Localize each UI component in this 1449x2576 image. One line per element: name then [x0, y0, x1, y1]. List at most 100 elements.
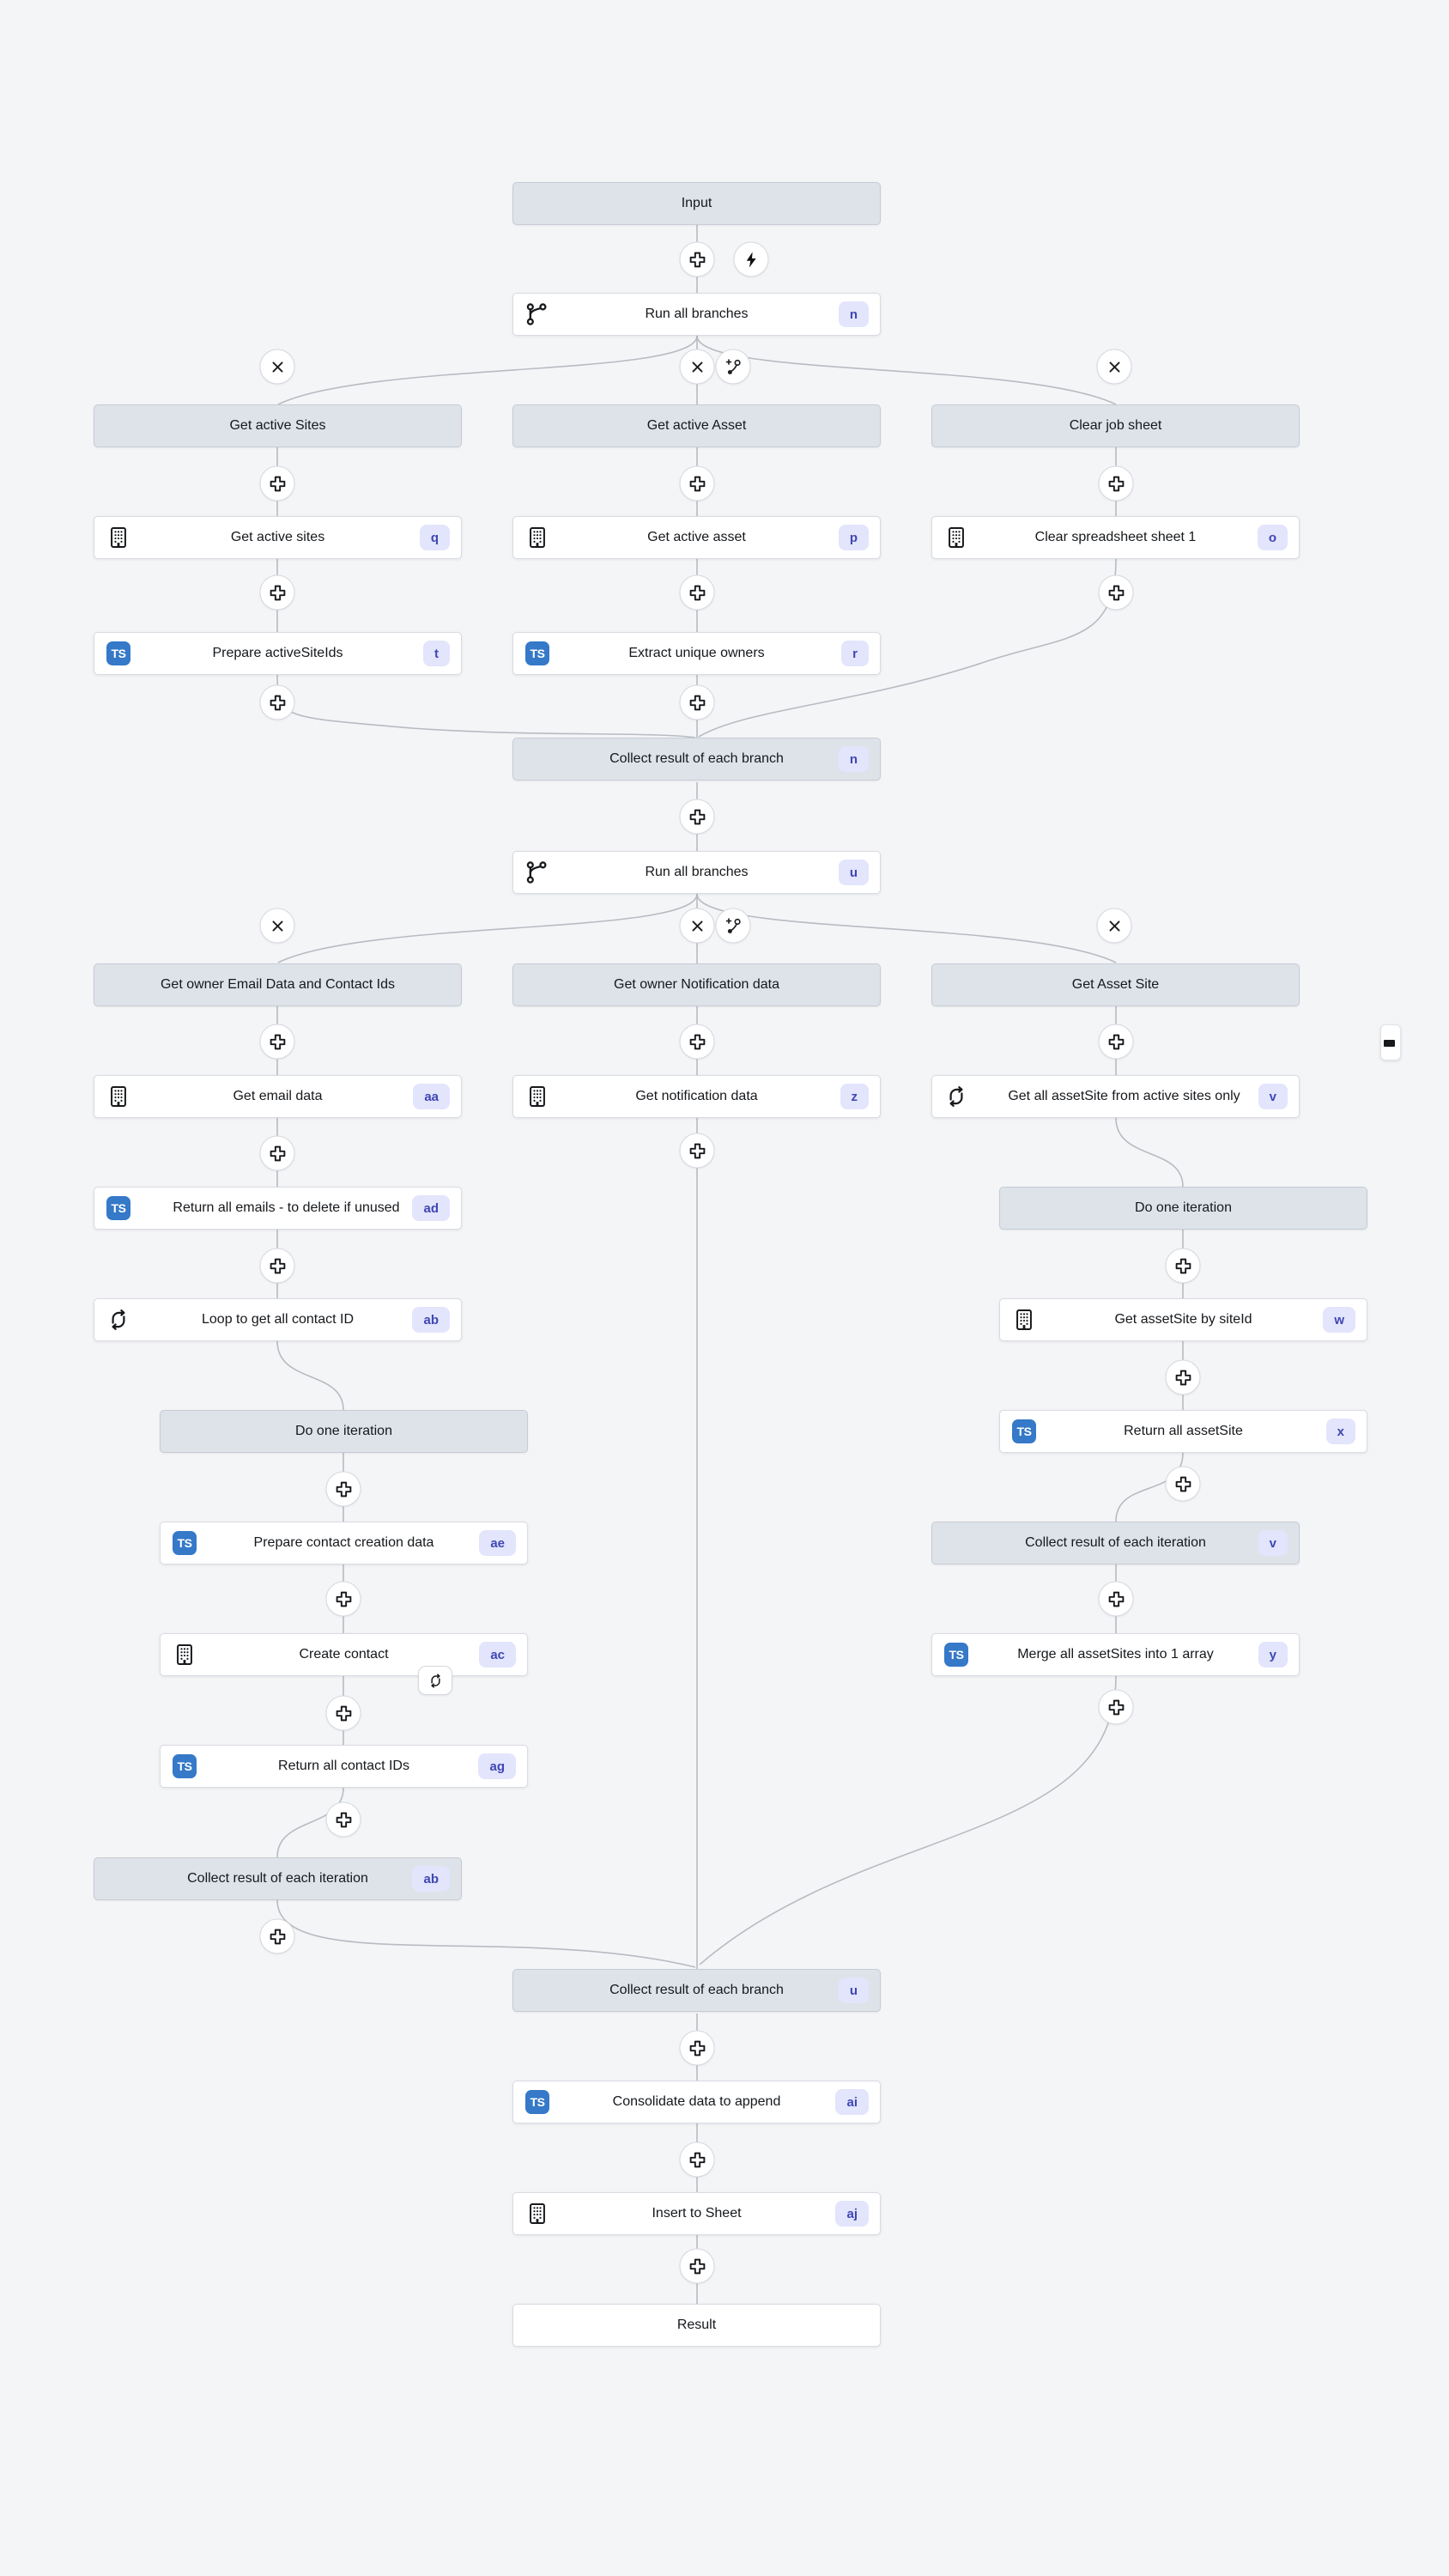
add-step-button[interactable]	[259, 1135, 295, 1171]
node-label: Get assetSite by siteId	[1114, 1312, 1252, 1327]
delete-branch-button[interactable]	[1096, 349, 1132, 385]
node-create-contact[interactable]: Create contact ac	[160, 1633, 528, 1676]
add-step-button[interactable]	[259, 684, 295, 720]
node-label: Extract unique owners	[628, 646, 765, 660]
run-trigger-button[interactable]	[733, 241, 769, 277]
node-header-get-active-sites[interactable]: Get active Sites	[94, 404, 462, 447]
node-label: Return all contact IDs	[278, 1759, 409, 1773]
node-result[interactable]: Result	[512, 2304, 881, 2347]
node-collect-result-branch-1[interactable]: Collect result of each branch n	[512, 738, 881, 781]
delete-branch-button[interactable]	[259, 349, 295, 385]
minus-icon	[1384, 1040, 1395, 1047]
plus-icon	[1108, 476, 1124, 491]
node-run-all-branches-2[interactable]: Run all branches u	[512, 851, 881, 894]
add-step-button[interactable]	[325, 1801, 361, 1838]
add-step-button[interactable]	[1098, 1689, 1134, 1725]
node-return-all-contact-ids[interactable]: TS Return all contact IDs ag	[160, 1745, 528, 1788]
add-step-button[interactable]	[259, 1248, 295, 1284]
node-merge-all-assetsites[interactable]: TS Merge all assetSites into 1 array y	[931, 1633, 1300, 1676]
node-badge: u	[838, 860, 869, 885]
plus-icon	[1175, 1370, 1191, 1385]
lightning-icon	[746, 252, 756, 267]
add-step-button[interactable]	[679, 1133, 715, 1169]
add-step-button[interactable]	[679, 1024, 715, 1060]
node-return-all-emails[interactable]: TS Return all emails - to delete if unus…	[94, 1187, 462, 1230]
add-step-button[interactable]	[1165, 1248, 1201, 1284]
add-step-button[interactable]	[679, 574, 715, 611]
add-step-button[interactable]	[259, 1024, 295, 1060]
node-collect-result-iteration-right[interactable]: Collect result of each iteration v	[931, 1522, 1300, 1564]
building-icon	[106, 525, 131, 550]
delete-branch-button[interactable]	[679, 908, 715, 944]
add-step-button[interactable]	[325, 1471, 361, 1507]
node-label: Return all emails - to delete if unused	[173, 1200, 400, 1215]
add-step-button[interactable]	[679, 684, 715, 720]
node-badge: n	[838, 301, 869, 327]
add-step-button[interactable]	[679, 2248, 715, 2284]
node-label: Return all assetSite	[1124, 1424, 1243, 1438]
node-get-assetsite-by-siteid[interactable]: Get assetSite by siteId w	[999, 1298, 1367, 1341]
add-step-button[interactable]	[259, 465, 295, 501]
node-loop-to-get-all-contact-id[interactable]: Loop to get all contact ID ab	[94, 1298, 462, 1341]
node-prepare-activesiteids[interactable]: TS Prepare activeSiteIds t	[94, 632, 462, 675]
node-header-get-owner-email-data[interactable]: Get owner Email Data and Contact Ids	[94, 963, 462, 1006]
building-icon	[524, 2201, 550, 2227]
add-step-button[interactable]	[1098, 574, 1134, 611]
node-header-get-owner-notification-data[interactable]: Get owner Notification data	[512, 963, 881, 1006]
node-do-one-iteration-right[interactable]: Do one iteration	[999, 1187, 1367, 1230]
building-icon	[524, 1084, 550, 1109]
plus-icon	[336, 1481, 351, 1497]
node-do-one-iteration-left[interactable]: Do one iteration	[160, 1410, 528, 1453]
delete-branch-button[interactable]	[679, 349, 715, 385]
building-icon	[943, 525, 969, 550]
plus-icon	[1108, 585, 1124, 600]
add-step-button[interactable]	[679, 2142, 715, 2178]
add-step-button[interactable]	[1098, 1024, 1134, 1060]
add-step-button[interactable]	[325, 1695, 361, 1731]
add-step-button[interactable]	[1165, 1466, 1201, 1502]
add-step-button[interactable]	[1098, 465, 1134, 501]
node-run-all-branches-1[interactable]: Run all branches n	[512, 293, 881, 336]
plus-icon	[689, 809, 705, 824]
node-label: Get active asset	[647, 530, 746, 544]
node-insert-to-sheet[interactable]: Insert to Sheet aj	[512, 2192, 881, 2235]
add-step-button[interactable]	[679, 241, 715, 277]
typescript-icon: TS	[943, 1642, 969, 1668]
node-loop-indicator[interactable]	[418, 1666, 452, 1695]
node-get-all-assetsite-from-active-sites[interactable]: Get all assetSite from active sites only…	[931, 1075, 1300, 1118]
node-header-get-active-asset[interactable]: Get active Asset	[512, 404, 881, 447]
add-step-button[interactable]	[679, 2030, 715, 2066]
node-input[interactable]: Input	[512, 182, 881, 225]
node-get-active-asset[interactable]: Get active asset p	[512, 516, 881, 559]
node-header-get-asset-site[interactable]: Get Asset Site	[931, 963, 1300, 1006]
node-return-all-assetsite[interactable]: TS Return all assetSite x	[999, 1410, 1367, 1453]
node-badge: n	[838, 746, 869, 772]
node-get-active-sites[interactable]: Get active sites q	[94, 516, 462, 559]
node-collect-result-iteration-left[interactable]: Collect result of each iteration ab	[94, 1857, 462, 1900]
node-extract-unique-owners[interactable]: TS Extract unique owners r	[512, 632, 881, 675]
zoom-control-fragment[interactable]	[1380, 1024, 1401, 1060]
add-step-button[interactable]	[1098, 1581, 1134, 1617]
delete-branch-button[interactable]	[259, 908, 295, 944]
node-header-clear-job-sheet[interactable]: Clear job sheet	[931, 404, 1300, 447]
add-branch-button[interactable]	[715, 908, 751, 944]
add-step-button[interactable]	[679, 465, 715, 501]
node-label: Get notification data	[635, 1089, 758, 1103]
add-step-button[interactable]	[1165, 1359, 1201, 1395]
node-consolidate-data-to-append[interactable]: TS Consolidate data to append ai	[512, 2081, 881, 2123]
close-icon	[271, 920, 283, 932]
add-step-button[interactable]	[325, 1581, 361, 1617]
node-get-email-data[interactable]: Get email data aa	[94, 1075, 462, 1118]
node-prepare-contact-creation-data[interactable]: TS Prepare contact creation data ae	[160, 1522, 528, 1564]
add-step-button[interactable]	[679, 799, 715, 835]
add-branch-button[interactable]	[715, 349, 751, 385]
add-step-button[interactable]	[259, 574, 295, 611]
node-collect-result-branch-2[interactable]: Collect result of each branch u	[512, 1969, 881, 2012]
plus-icon	[270, 1258, 285, 1273]
node-get-notification-data[interactable]: Get notification data z	[512, 1075, 881, 1118]
delete-branch-button[interactable]	[1096, 908, 1132, 944]
plus-icon	[270, 1929, 285, 1944]
node-clear-spreadsheet-sheet-1[interactable]: Clear spreadsheet sheet 1 o	[931, 516, 1300, 559]
add-step-button[interactable]	[259, 1918, 295, 1954]
